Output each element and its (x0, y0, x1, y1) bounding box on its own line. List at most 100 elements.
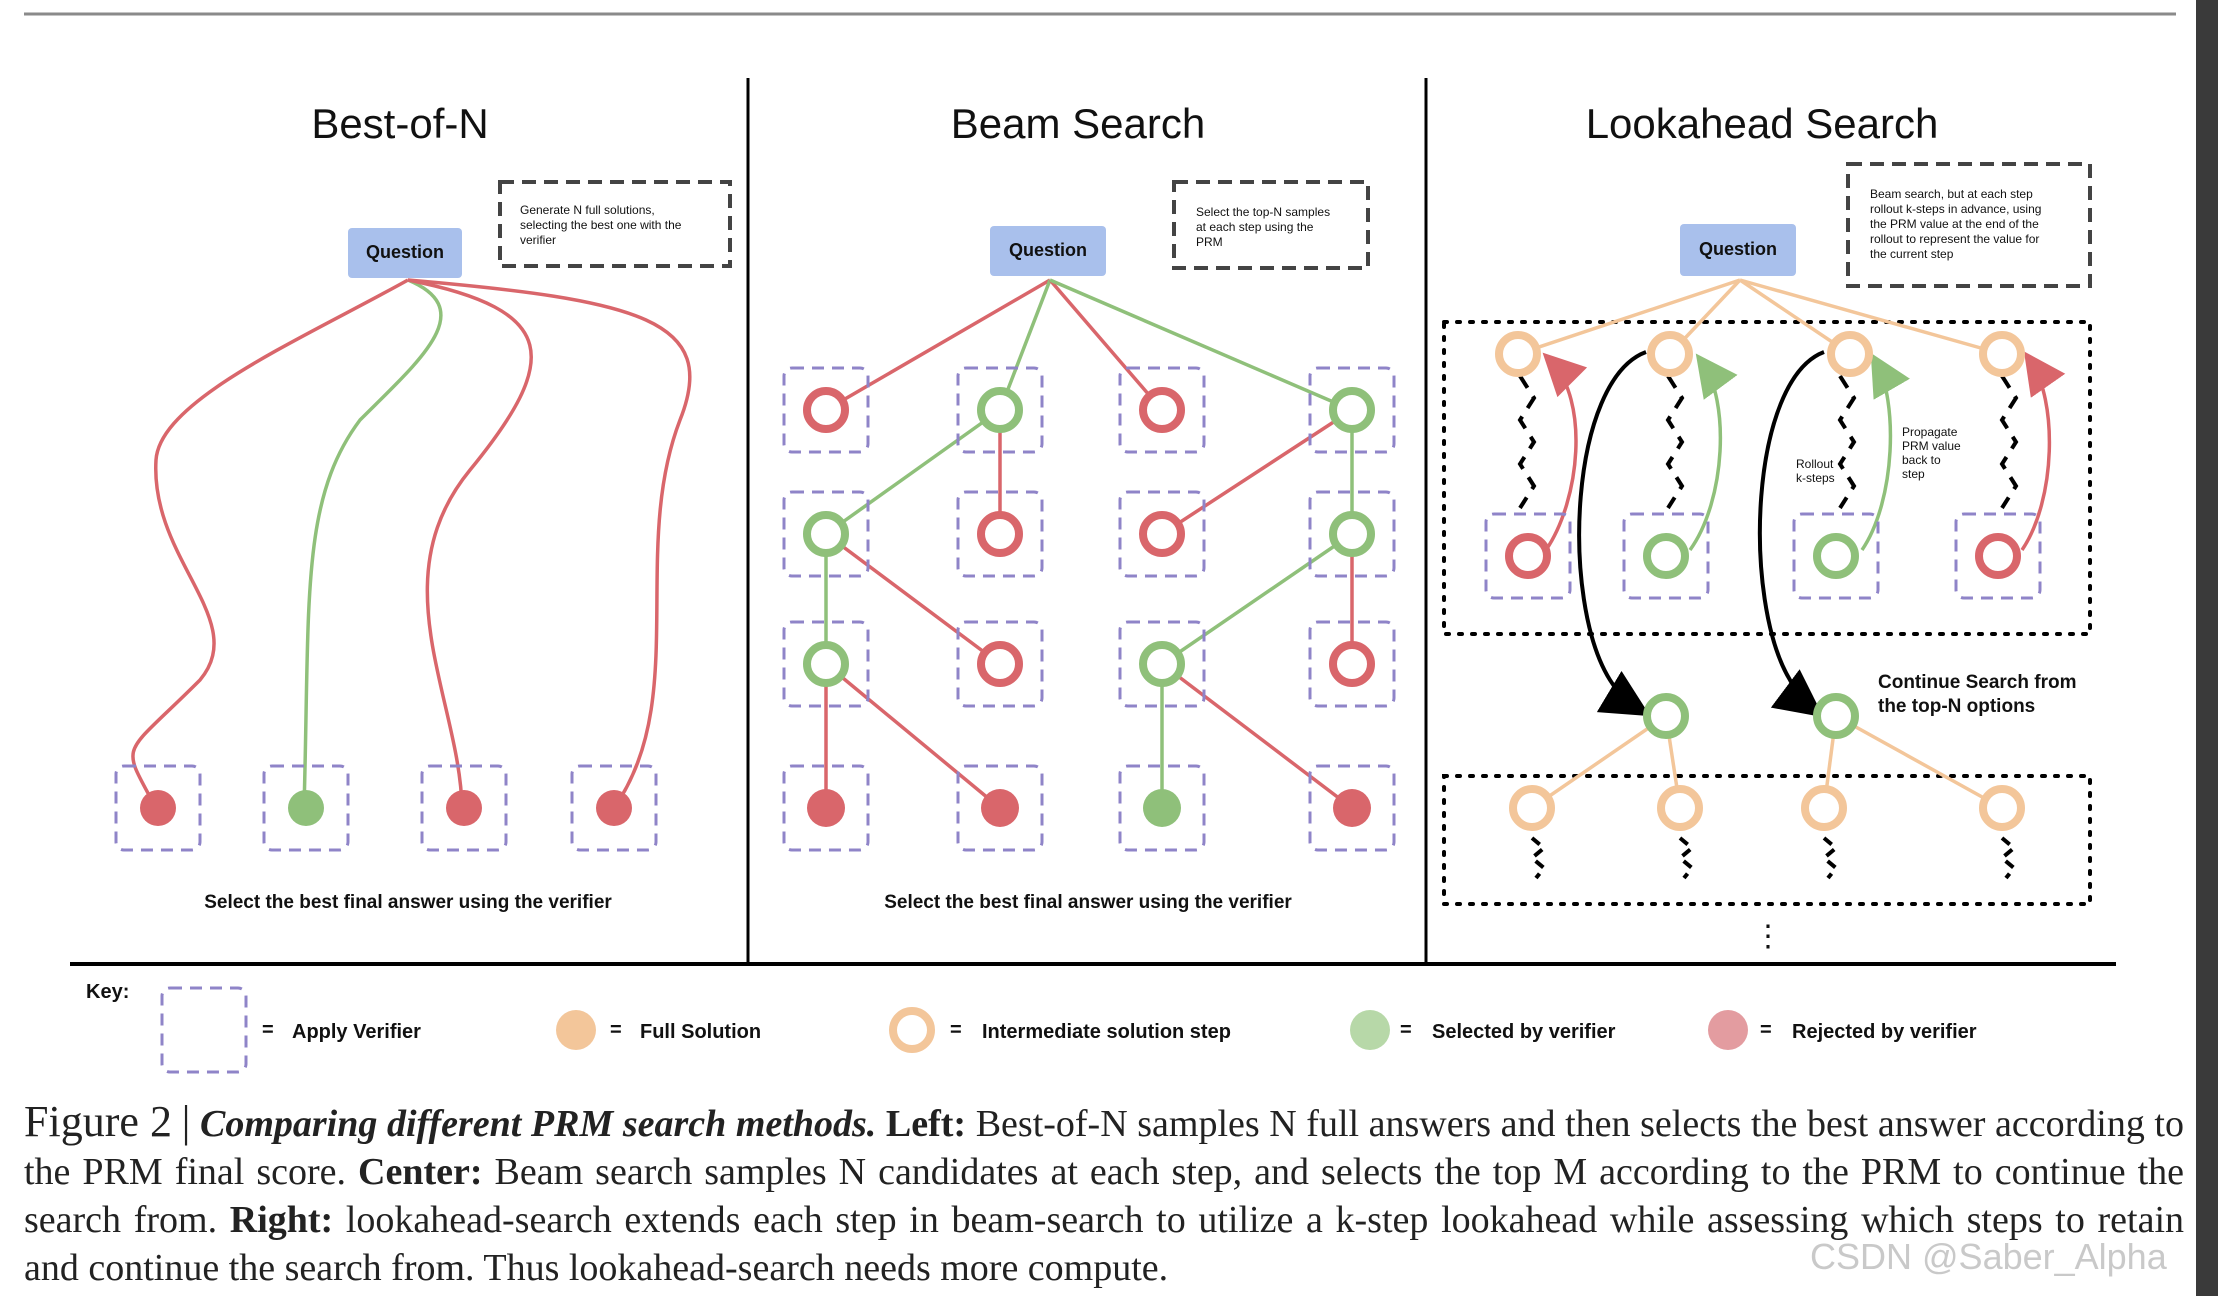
beam-edge (824, 532, 1002, 666)
selected-step-node (977, 387, 1023, 433)
legend-equals: = (1760, 1019, 1772, 1041)
watermark: CSDN @Saber_Alpha (1810, 1236, 2167, 1277)
window-edge-bar (2196, 0, 2218, 1296)
legend-verifier-box (160, 986, 248, 1074)
best-of-n-question-node (348, 228, 462, 278)
beam-search-title: Beam Search (951, 100, 1205, 147)
caption-center-text: Beam search samples N candidates at each… (24, 1151, 2185, 1241)
selected-solution-node (288, 790, 324, 826)
beam-edge (824, 408, 1002, 536)
legend-label-apply-verifier: Apply Verifier (292, 1021, 421, 1043)
propagate-label-line-1: Propagate (1902, 425, 1958, 439)
rollout-squiggle (1665, 374, 1685, 510)
legend-equals: = (610, 1019, 622, 1041)
legend-label-rejected: Rejected by verifier (1792, 1021, 1977, 1043)
selected-step-node (803, 641, 849, 687)
intermediate-step-node (1801, 785, 1847, 831)
rejected-solution-node (446, 790, 482, 826)
best-of-n-note-line-2: selecting the best one with the (520, 218, 682, 232)
intermediate-step-node (1495, 331, 1541, 377)
legend-selected-swatch (1350, 1010, 1390, 1050)
legend-label-intermediate-step: Intermediate solution step (982, 1021, 1231, 1043)
intermediate-step-node (1979, 331, 2025, 377)
rejected-step-node (1505, 533, 1551, 579)
best-of-n-path-1 (131, 278, 409, 809)
selected-step-node (1643, 693, 1689, 739)
intermediate-step-node (1827, 331, 1873, 377)
lookahead-edge (1739, 278, 2003, 356)
lookahead-panel: Lookahead Search Beam search, but at eac… (1442, 100, 2092, 953)
continue-label-line-1: Continue Search from (1878, 672, 2076, 693)
legend-full-solution-swatch (556, 1010, 596, 1050)
legend-title: Key: (86, 981, 129, 1003)
best-of-n-path-3 (407, 278, 533, 809)
beam-edge (825, 278, 1051, 412)
legend-equals: = (950, 1019, 962, 1041)
lookahead-note-box (1846, 162, 2092, 288)
best-of-n-question-label: Question (366, 242, 444, 262)
beam-search-question-label: Question (1009, 240, 1087, 260)
beam-edge (1048, 278, 1164, 412)
rejected-solution-node (981, 789, 1019, 827)
beam-edge (1160, 662, 1354, 810)
lookahead-title: Lookahead Search (1586, 100, 1939, 147)
beam-search-panel: Beam Search Select the top-N samples at … (782, 100, 1396, 913)
legend: Key: = Apply Verifier = Full Solution = … (86, 981, 1977, 1074)
best-of-n-panel: Best-of-N Generate N full solutions, sel… (114, 100, 732, 913)
continue-label-line-2: the top-N options (1878, 696, 2035, 717)
beam-edge (998, 279, 1052, 411)
next-step-region (1442, 774, 2092, 906)
selected-step-node (1643, 533, 1689, 579)
propagate-label-line-4: step (1902, 467, 1925, 481)
continue-arrow (1577, 350, 1651, 717)
beam-search-note-line-1: Select the top-N samples (1196, 205, 1330, 219)
caption-separator: | (181, 1097, 191, 1146)
caption-left-label: Left: (885, 1103, 967, 1145)
caption-left-text: Best-of-N samples N full answers and the… (24, 1103, 2184, 1193)
rollout-squiggle (1528, 836, 1548, 880)
lookahead-question-label: Question (1699, 239, 1777, 259)
rejected-solution-node (807, 789, 845, 827)
caption-title: Comparing different PRM search methods. (199, 1103, 877, 1145)
legend-intermediate-step-swatch (889, 1007, 935, 1053)
lookahead-question-node (1680, 224, 1796, 276)
propagate-arrow (1542, 352, 1588, 551)
intermediate-step-node (1657, 785, 1703, 831)
best-of-n-note-box (498, 180, 732, 268)
selected-solution-node (1143, 789, 1181, 827)
lookahead-edge (1835, 714, 2003, 810)
selected-step-node (1329, 387, 1375, 433)
caption-right-label: Right: (229, 1199, 334, 1241)
lookahead-note-line-3: the PRM value at the end of the (1870, 217, 2039, 231)
rejected-step-node (803, 387, 849, 433)
lookahead-edge (1531, 714, 1667, 810)
beam-edge (1161, 408, 1353, 536)
best-of-n-title: Best-of-N (311, 100, 488, 147)
continuation-ellipsis: ⋮ (1753, 920, 1783, 953)
beam-search-footer: Select the best final answer using the v… (884, 892, 1292, 913)
propagate-label-line-3: back to (1902, 453, 1941, 467)
rollout-squiggle (1820, 836, 1840, 880)
propagate-arrow (2020, 351, 2066, 551)
legend-equals: = (1400, 1019, 1412, 1041)
propagate-arrow (1860, 352, 1910, 551)
beam-edge (824, 662, 1002, 810)
best-of-n-note-line-1: Generate N full solutions, (520, 203, 655, 217)
continue-arrow (1757, 350, 1825, 718)
rejected-step-node (1139, 387, 1185, 433)
caption-right-text: lookahead-search extends each step in be… (24, 1199, 2185, 1289)
lookahead-note-line-1: Beam search, but at each step (1870, 187, 2033, 201)
best-of-n-note-line-3: verifier (520, 233, 556, 247)
beam-search-note-line-2: at each step using the (1196, 220, 1314, 234)
intermediate-step-node (1647, 331, 1693, 377)
selected-step-node (1813, 693, 1859, 739)
rollout-label-line-1: Rollout (1796, 457, 1834, 471)
beam-edge (1049, 278, 1353, 412)
rollout-squiggle (1998, 836, 2018, 880)
rejected-step-node (1139, 511, 1185, 557)
rollout-squiggle (1676, 836, 1696, 880)
legend-equals: = (262, 1019, 274, 1041)
selected-step-node (1329, 511, 1375, 557)
intermediate-step-node (1509, 785, 1555, 831)
